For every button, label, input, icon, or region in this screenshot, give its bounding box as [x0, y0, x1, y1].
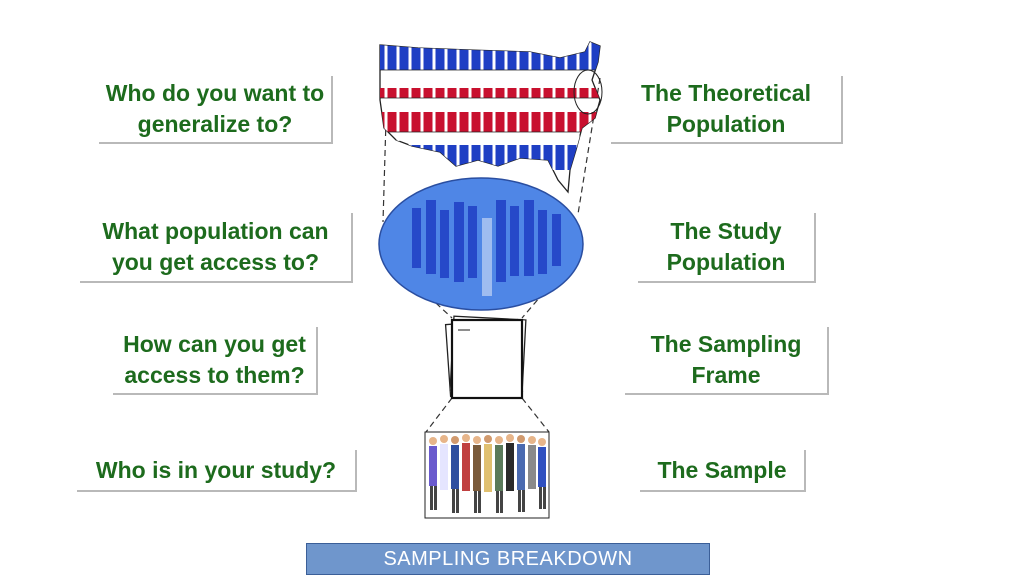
answer-theoretical-population-text: The Theoretical Population [641, 80, 811, 137]
question-sample-text: Who is in your study? [95, 456, 337, 483]
question-study-population: What population can you get access to? [80, 213, 353, 283]
crowd-icon [378, 177, 584, 311]
question-sample: Who is in your study? [77, 450, 357, 492]
question-theoretical: Who do you want to generalize to? [99, 76, 333, 144]
answer-study-population: The Study Population [638, 213, 816, 283]
answer-sample-text: The Sample [657, 456, 787, 483]
answer-sampling-frame: The Sampling Frame [625, 327, 829, 395]
question-sampling-frame-text: How can you get access to them? [123, 331, 306, 388]
question-theoretical-text: Who do you want to generalize to? [105, 80, 325, 137]
answer-theoretical-population: The Theoretical Population [611, 76, 843, 144]
answer-study-population-text: The Study Population [666, 218, 786, 275]
sample-group-icon [424, 431, 550, 519]
footer-title-bar: SAMPLING BREAKDOWN [306, 543, 710, 575]
footer-title-text: SAMPLING BREAKDOWN [383, 547, 633, 570]
question-study-population-text: What population can you get access to? [102, 218, 329, 275]
paper-stack-icon [444, 315, 527, 400]
answer-sample: The Sample [640, 450, 806, 492]
answer-sampling-frame-text: The Sampling Frame [650, 331, 802, 388]
question-sampling-frame: How can you get access to them? [113, 327, 318, 395]
usa-map-people-icon [379, 41, 603, 194]
